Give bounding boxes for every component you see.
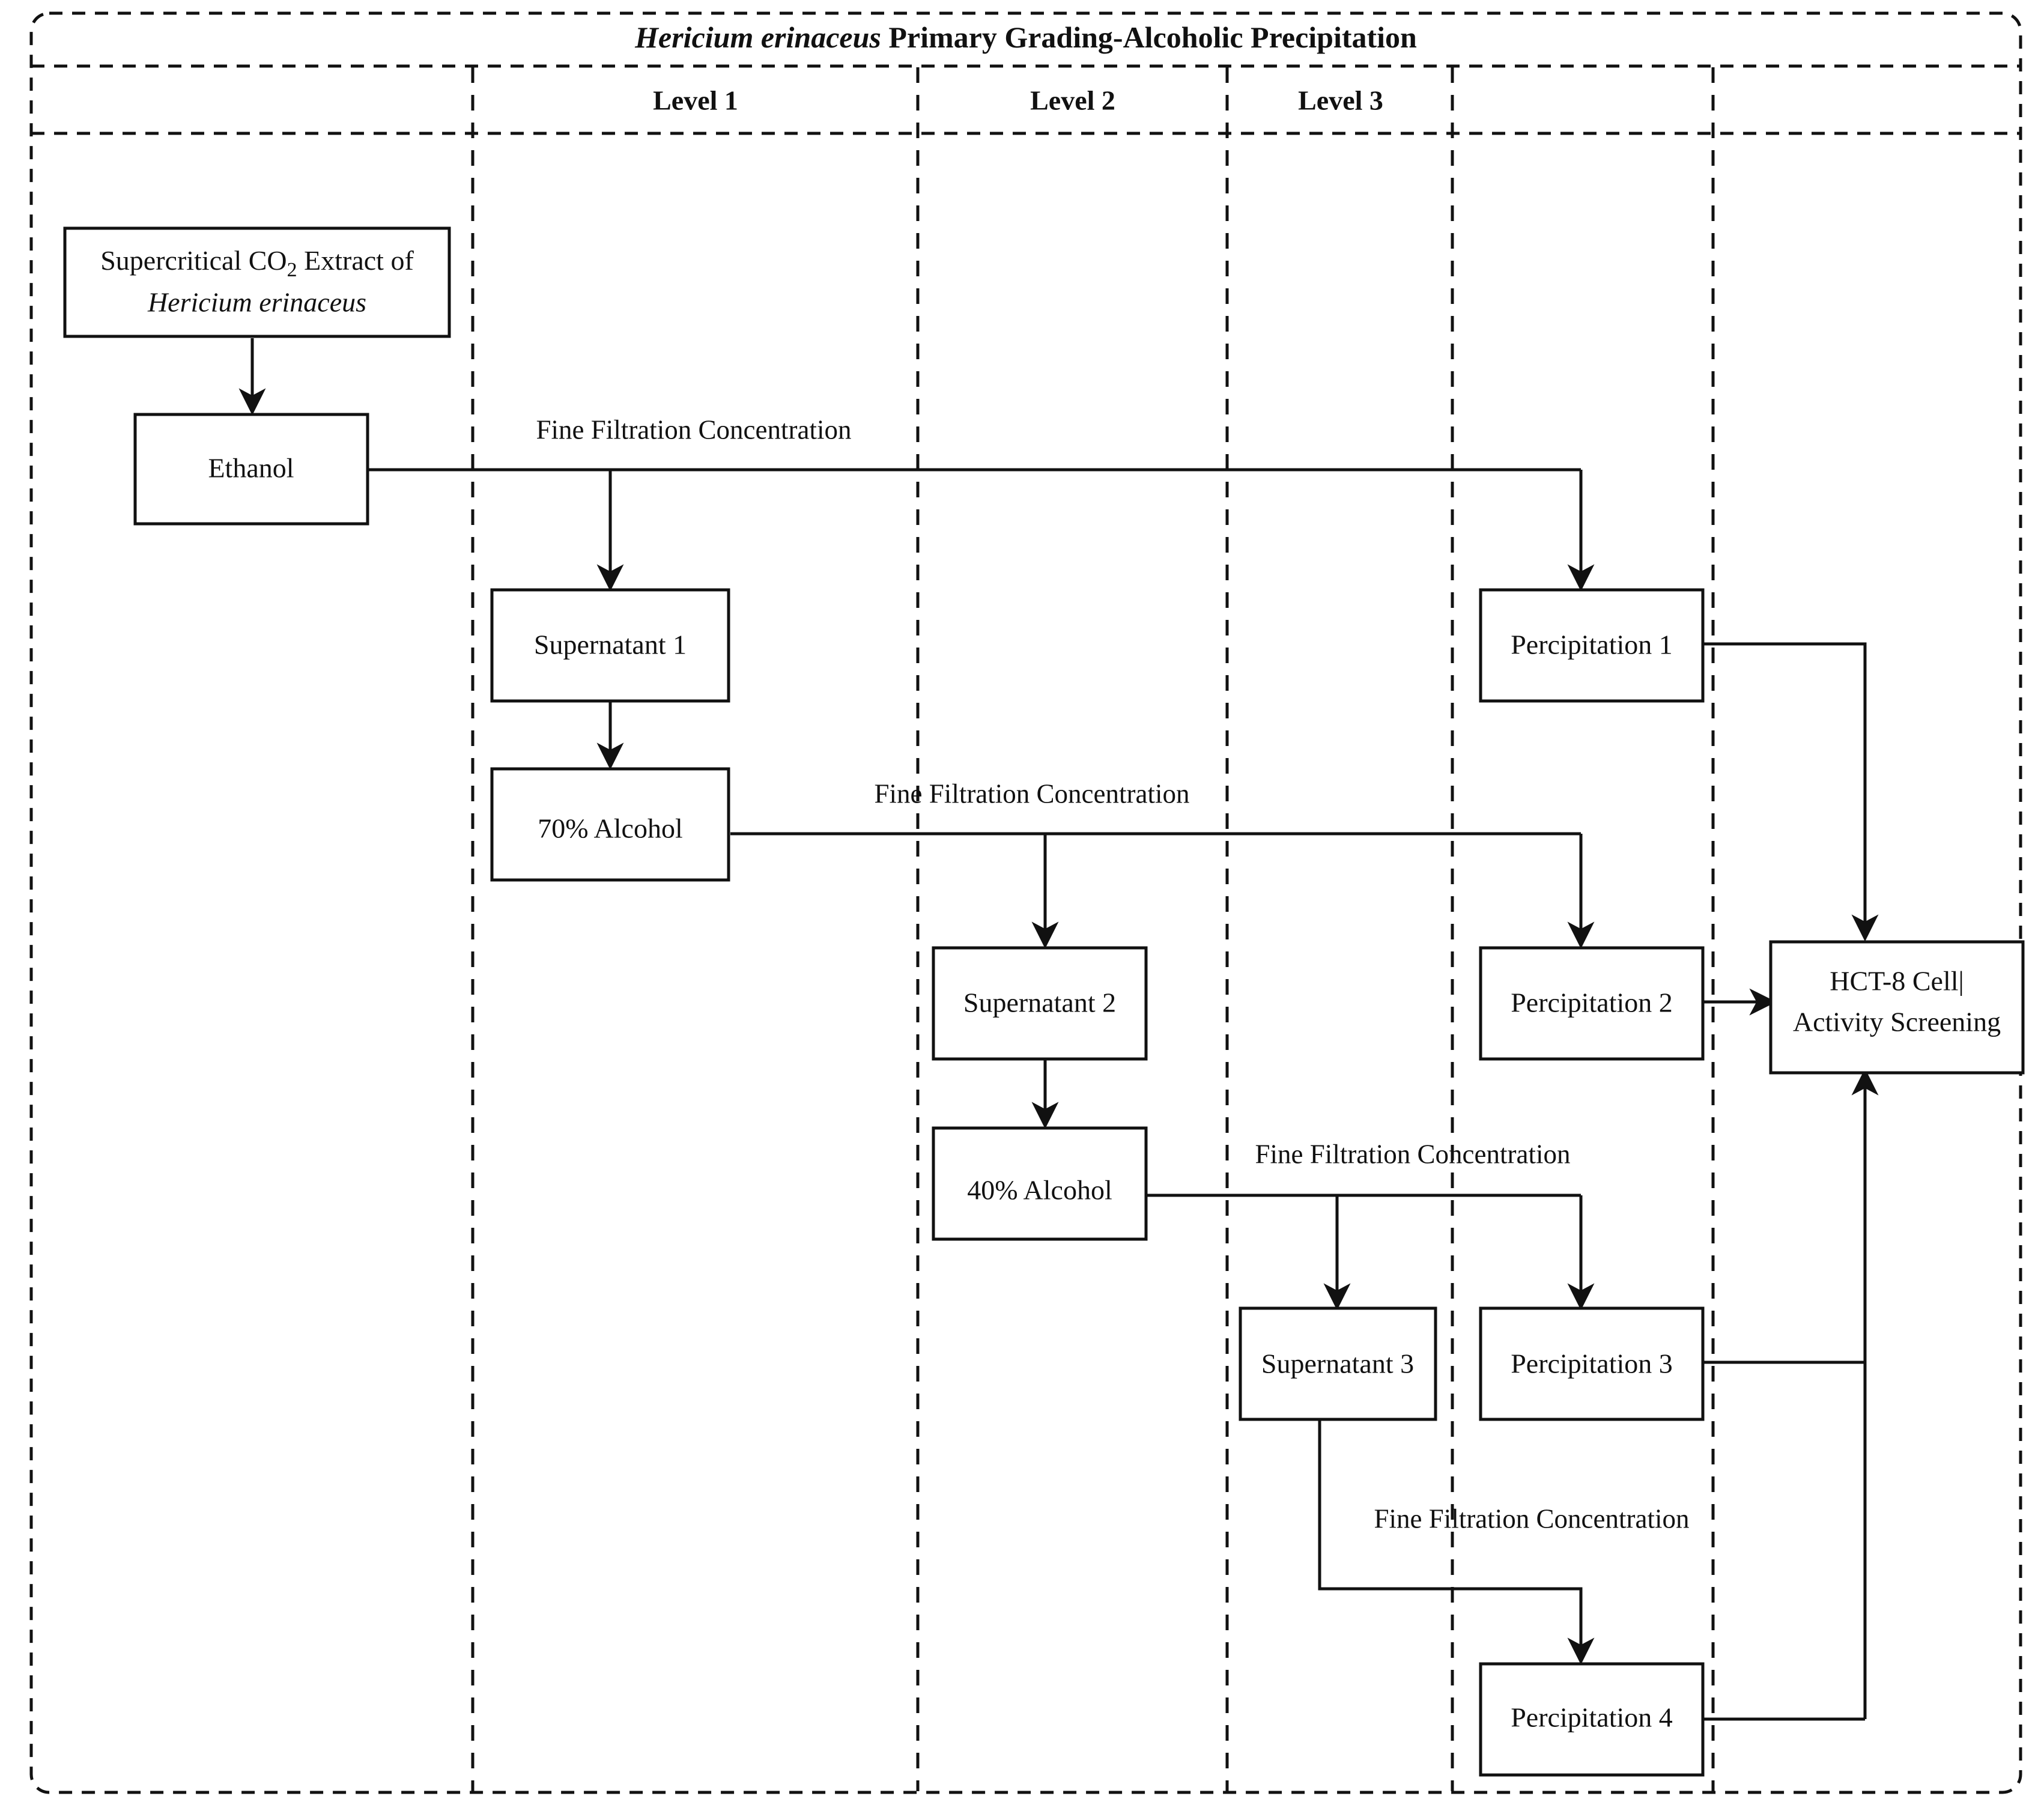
edge-label-ffc-3: Fine Filtration Concentration xyxy=(1255,1139,1571,1169)
node-supernatant-3-label: Supernatant 3 xyxy=(1261,1348,1414,1379)
page-title-species: Hericium erinaceus xyxy=(634,20,881,54)
node-ethanol[interactable]: Ethanol xyxy=(133,413,369,526)
node-percipitation-3[interactable]: Percipitation 3 xyxy=(1479,1306,1705,1421)
edge-supernatant3-to-percipitation4 xyxy=(1318,1420,1595,1665)
node-percipitation-1[interactable]: Percipitation 1 xyxy=(1479,588,1705,703)
page-title-rest: Primary Grading-Alcoholic Precipitation xyxy=(881,20,1417,54)
node-alcohol-70-label: 70% Alcohol xyxy=(538,813,682,844)
node-percipitation-4[interactable]: Percipitation 4 xyxy=(1479,1662,1705,1777)
node-percipitation-1-label: Percipitation 1 xyxy=(1511,629,1673,660)
level-header-2: Level 2 xyxy=(1030,85,1115,116)
level-header-1: Level 1 xyxy=(653,85,738,116)
node-percipitation-2-label: Percipitation 2 xyxy=(1511,987,1673,1018)
node-percipitation-4-label: Percipitation 4 xyxy=(1511,1702,1673,1733)
node-ethanol-label: Ethanol xyxy=(208,453,294,484)
edge-label-ffc-1: Fine Filtration Concentration xyxy=(536,414,852,444)
edge-label-ffc-2: Fine Filtration Concentration xyxy=(875,778,1190,808)
node-supernatant-1[interactable]: Supernatant 1 xyxy=(490,588,730,703)
node-percipitation-3-label: Percipitation 3 xyxy=(1511,1348,1673,1379)
node-alcohol-70[interactable]: 70% Alcohol xyxy=(490,767,730,882)
node-extract-line-2: Hericium erinaceus xyxy=(147,287,366,318)
node-screening-line-2: Activity Screening xyxy=(1793,1007,2001,1037)
node-supernatant-2-label: Supernatant 2 xyxy=(963,987,1116,1018)
node-supernatant-2[interactable]: Supernatant 2 xyxy=(932,946,1148,1061)
node-alcohol-40[interactable]: 40% Alcohol xyxy=(932,1126,1148,1241)
node-supernatant-1-label: Supernatant 1 xyxy=(534,629,687,660)
node-screening-line-1: HCT-8 Cell| xyxy=(1830,966,1964,997)
flow-connectors xyxy=(238,338,1879,1721)
node-supercritical-extract[interactable]: Supercritical CO2 Extract of Hericium er… xyxy=(63,226,451,338)
page-title: Hericium erinaceus Primary Grading-Alcoh… xyxy=(634,20,1417,54)
swimlane-column-dividers xyxy=(471,67,1715,1791)
node-percipitation-2[interactable]: Percipitation 2 xyxy=(1479,946,1705,1061)
node-alcohol-40-label: 40% Alcohol xyxy=(967,1175,1112,1206)
edge-label-ffc-4: Fine Filtration Concentration xyxy=(1374,1503,1690,1533)
edge-percipitation1-to-screening xyxy=(1703,642,1879,942)
swimlane-frame xyxy=(29,11,2022,1794)
level-header-3: Level 3 xyxy=(1298,85,1383,116)
node-hct8-screening[interactable]: HCT-8 Cell| Activity Screening xyxy=(1769,940,2025,1075)
node-extract-line-1: Supercritical CO2 Extract of xyxy=(100,245,414,281)
node-supernatant-3[interactable]: Supernatant 3 xyxy=(1239,1306,1437,1421)
